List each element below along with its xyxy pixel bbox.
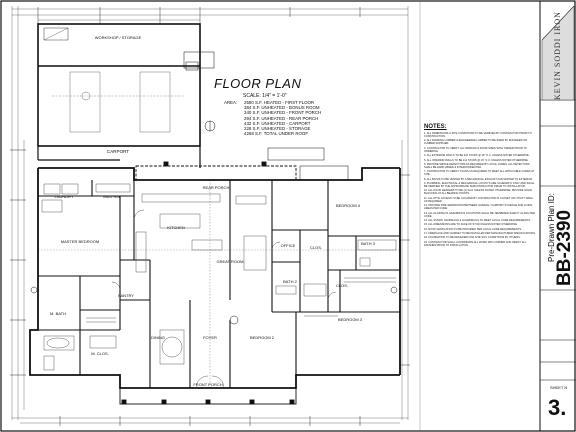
room-label-master-bedroom: MASTER BEDROOM <box>60 239 100 244</box>
note-item: 11. ALL ATTIC ACCESS TO BE LOCATED BY CO… <box>424 196 533 203</box>
note-item: 16. ROOF VENTILATION TO BE PROVIDED PER … <box>424 227 522 231</box>
page-title: FLOOR PLAN <box>214 76 302 91</box>
room-label-bedroom-4: BEDROOM 4 <box>335 203 361 208</box>
area-table: AREA:2590 S.F. HEATED - FIRST FLOOR 384 … <box>224 100 322 137</box>
note-item: 5. ALL INTERIOR WALLS TO BE 2x4 STUDS @ … <box>424 158 529 162</box>
note-item: 3. CONTRACTOR TO VERIFY ALL WINDOW & DOO… <box>424 146 527 153</box>
room-label-pantry: PANTRY <box>118 293 134 298</box>
room-label-workshop: WORKSHOP / STORAGE <box>94 35 142 40</box>
note-item: 8. ALL BATHS TO BE VENTED BY A MECHANICA… <box>424 177 533 181</box>
interior-walls <box>38 168 400 388</box>
room-label-office: OFFICE <box>280 243 296 248</box>
brand-name: KEVIN SODDI IRON <box>553 11 562 100</box>
note-item: 10. ALL DOOR HEADERS TO BE (2) 2x12 UNLE… <box>424 189 533 196</box>
sheet-number-label: SHEET N <box>550 385 568 390</box>
note-item: 14. ALL STAIRS, HANDRAILS & GUARDRAILS T… <box>424 218 531 222</box>
area-row: 432 S.F. UNHEATED - CARPORT <box>244 120 311 126</box>
area-row: 4268 S.F. TOTAL UNDER ROOF <box>244 131 309 137</box>
notes-heading: NOTES: <box>424 124 447 130</box>
dimension-lines <box>10 6 410 426</box>
note-item: 12. PROVIDE FIRE SEPARATION BETWEEN GARA… <box>424 204 533 211</box>
note-item: 9. PLUMBING, ELECTRICAL & MECHANICAL LAY… <box>424 181 535 189</box>
room-label-carport: CARPORT <box>106 149 130 154</box>
room-label-great-room: GREAT ROOM <box>216 259 244 264</box>
note-item: 17. FIREPLACE AND CHIMNEY TO BE INSTALLE… <box>424 231 536 235</box>
plan-id: BB-2390 <box>554 209 575 286</box>
room-label-master-bath: M. BATH <box>50 311 66 316</box>
section-markers <box>30 286 398 325</box>
room-label-foyer: FOYER <box>203 335 217 340</box>
room-label-closet: CLOS. <box>309 245 323 250</box>
area-row: 294 S.F. UNHEATED - REAR PORCH <box>244 115 319 121</box>
room-label-laundry: LAUNDRY <box>54 194 74 199</box>
room-label-bath-3: BATH 3 <box>361 241 375 246</box>
room-label-mud-room: MUD RM. <box>103 194 121 199</box>
note-item: 15. ALL DIMENSIONS ARE TO FACE OF STUD U… <box>424 223 518 227</box>
room-label-bedroom-3: BEDROOM 3 <box>337 317 363 322</box>
room-label-kitchen: KITCHEN <box>167 225 185 230</box>
note-item: 13. ALL GLAZING IN HAZARDOUS LOCATIONS S… <box>424 211 535 218</box>
note-item: 2. ALL FRAMING LUMBER & ENGINEERED LUMBE… <box>424 139 528 146</box>
note-item: 6. PROVIDE SMOKE DETECTORS AS REQUIRED B… <box>424 162 530 169</box>
room-label-front-porch: FRONT PORCH <box>193 382 223 387</box>
note-item: 4. ALL EXTERIOR WALLS TO BE 2x6 STUDS @ … <box>424 154 530 158</box>
room-label-master-closet: M. CLOS. <box>91 351 109 356</box>
note-item: 7. CONTRACTOR TO VERIFY PLANS AS REQUIRE… <box>424 170 535 177</box>
workshop-carport-block <box>37 23 201 147</box>
room-label-bedroom-2: BEDROOM 2 <box>249 335 275 340</box>
fixtures <box>38 180 400 389</box>
note-item: 19. CONTRACTOR SHALL COORDINATE ALL WORK… <box>424 240 527 247</box>
room-label-dining: DINING <box>151 335 165 340</box>
room-label-bath-2: BATH 2 <box>283 279 297 284</box>
area-row: 384 S.F. UNHEATED - BONUS ROOM <box>244 105 320 111</box>
area-row: 228 S.F. UNHEATED - STORAGE <box>244 126 311 132</box>
breezeway <box>37 146 201 168</box>
brand-logo-icon <box>541 5 575 101</box>
rear-porch <box>135 161 297 181</box>
area-row: 340 S.F. UNHEATED - FRONT PORCH <box>244 110 322 116</box>
area-row: AREA:2590 S.F. HEATED - FIRST FLOOR <box>224 100 315 105</box>
general-notes: 1. ALL DIMENSIONS & SITE CONDITIONS TO B… <box>424 132 536 248</box>
room-label-rear-porch: REAR PORCH <box>202 185 230 190</box>
scale-label: SCALE: 1/4" = 1'-0" <box>243 93 287 99</box>
room-label-closet: CLOS. <box>335 283 349 288</box>
note-item: 18. FOUNDATION TO BE DESIGNED FOR SITE S… <box>424 236 521 240</box>
note-item: 1. ALL DIMENSIONS & SITE CONDITIONS TO B… <box>424 132 532 139</box>
front-porch <box>119 387 297 405</box>
sheet-number: 3. <box>548 395 567 420</box>
